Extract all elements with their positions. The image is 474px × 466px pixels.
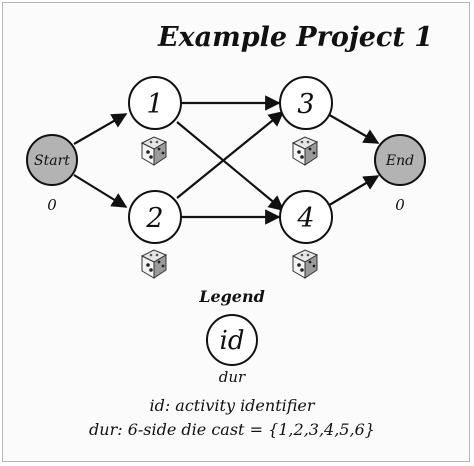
legend-node-dur: dur bbox=[219, 368, 246, 386]
die-icon bbox=[141, 136, 167, 166]
diagram-frame bbox=[2, 2, 470, 462]
activity-label-4: 4 bbox=[296, 203, 314, 234]
activity-node-3 bbox=[279, 76, 333, 130]
start-duration: 0 bbox=[47, 196, 57, 214]
diagram-title: Example Project 1 bbox=[157, 22, 433, 53]
legend-line-id: id: activity identifier bbox=[149, 396, 315, 415]
start-label: Start bbox=[34, 153, 70, 169]
legend-line-dur: dur: 6-side die cast = {1,2,3,4,5,6} bbox=[89, 420, 375, 439]
end-label: End bbox=[385, 153, 414, 169]
die-icon bbox=[141, 249, 167, 279]
legend-title: Legend bbox=[198, 287, 265, 306]
edge-3-end bbox=[325, 112, 380, 144]
activity-node-2 bbox=[128, 190, 182, 244]
end-duration: 0 bbox=[395, 196, 405, 214]
legend-node bbox=[206, 314, 258, 366]
edge-2-3 bbox=[176, 111, 285, 199]
legend-node-id: id bbox=[220, 326, 245, 356]
activity-node-4 bbox=[279, 190, 333, 244]
edge-start-2 bbox=[73, 174, 128, 208]
start-node bbox=[26, 134, 78, 186]
die-icon bbox=[292, 249, 318, 279]
activity-label-1: 1 bbox=[146, 89, 163, 120]
edge-4-end bbox=[325, 175, 380, 208]
activity-label-2: 2 bbox=[145, 203, 163, 234]
activity-node-1 bbox=[128, 76, 182, 130]
end-node bbox=[374, 134, 426, 186]
edge-start-1 bbox=[73, 113, 128, 145]
activity-label-3: 3 bbox=[297, 89, 314, 120]
die-icon bbox=[292, 136, 318, 166]
edge-1-4 bbox=[176, 121, 285, 211]
